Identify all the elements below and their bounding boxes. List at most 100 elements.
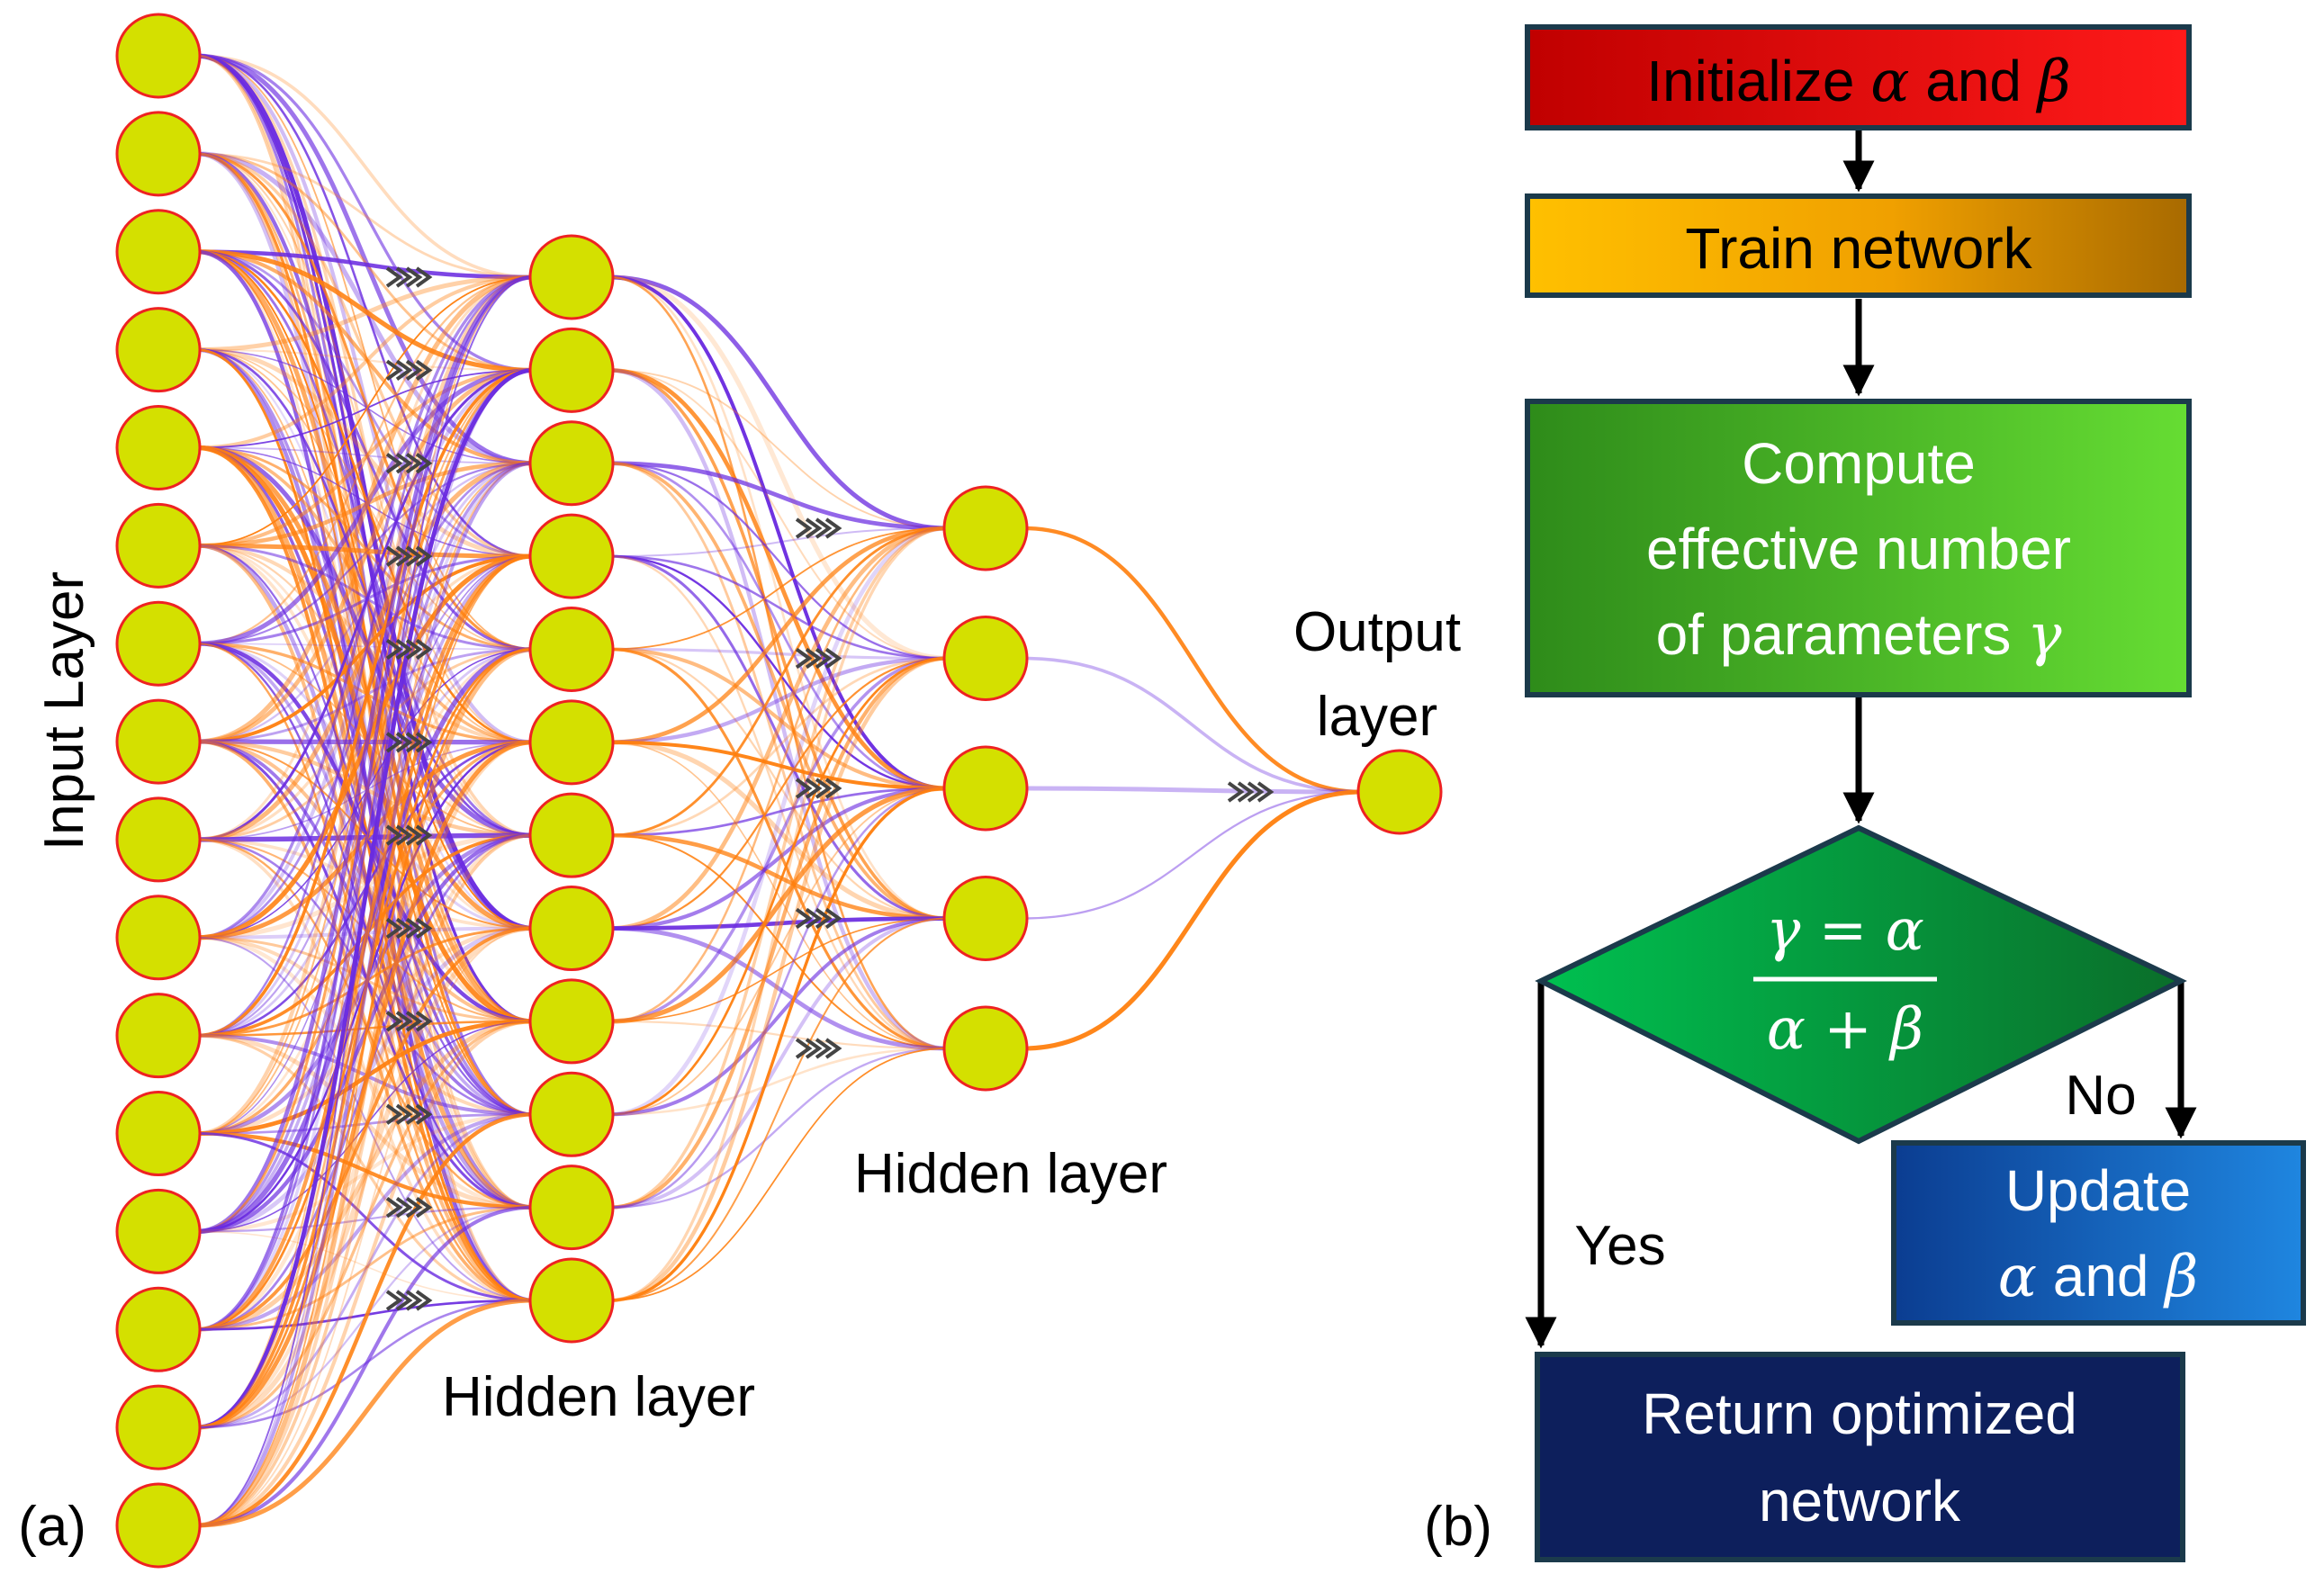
connection-edge bbox=[195, 367, 535, 646]
connection-edge bbox=[195, 643, 535, 837]
connection-edge bbox=[195, 642, 535, 1024]
connection-edge bbox=[608, 275, 949, 920]
flow-chevron bbox=[395, 732, 413, 753]
flow-chevron bbox=[405, 824, 423, 846]
compute-line-3: of parameters bbox=[1656, 602, 2028, 667]
hidden-2-node bbox=[942, 616, 1029, 701]
connection-edge bbox=[195, 445, 535, 1302]
connection-edge bbox=[608, 656, 949, 1303]
compute-line-1: Compute bbox=[1742, 431, 1976, 496]
network-connections bbox=[195, 53, 1363, 1528]
flow-chevron bbox=[815, 778, 833, 799]
flow-chevron bbox=[395, 1197, 413, 1219]
flow-chevron bbox=[385, 917, 403, 940]
connection-edge bbox=[195, 1112, 535, 1429]
flow-chevron bbox=[385, 359, 403, 381]
flow-chevron bbox=[415, 545, 433, 567]
hidden-1-node bbox=[528, 1257, 615, 1344]
flow-chevron bbox=[1257, 781, 1275, 803]
update-middle: and bbox=[2037, 1244, 2165, 1309]
connection-edge bbox=[608, 461, 949, 921]
connection-edge bbox=[608, 368, 949, 791]
flow-chevron bbox=[395, 453, 413, 474]
connection-edge bbox=[195, 741, 535, 841]
connection-edge bbox=[608, 917, 949, 1022]
connection-edge bbox=[195, 461, 535, 1527]
input-node bbox=[115, 993, 202, 1079]
connection-edge bbox=[195, 926, 535, 1332]
connection-edge bbox=[195, 347, 535, 559]
return-line-2: network bbox=[1759, 1469, 1961, 1534]
connection-edge bbox=[608, 554, 949, 790]
connection-edge bbox=[608, 554, 949, 1050]
connection-edge bbox=[195, 275, 535, 940]
connection-edge bbox=[195, 54, 535, 1302]
connection-edge bbox=[195, 1132, 535, 1302]
connection-edge bbox=[195, 936, 535, 1023]
connection-edge bbox=[195, 445, 535, 744]
flow-chevron bbox=[395, 359, 413, 381]
connection-edge bbox=[608, 657, 949, 930]
input-node bbox=[115, 1384, 202, 1471]
no-branch-label: No bbox=[2065, 1065, 2136, 1127]
connection-edge bbox=[608, 657, 949, 837]
update-line-1: Update bbox=[2005, 1158, 2191, 1223]
connection-edge bbox=[195, 348, 535, 743]
connection-edge bbox=[195, 1131, 535, 1210]
flow-chevron bbox=[385, 1011, 403, 1032]
connection-edge bbox=[195, 740, 535, 940]
connection-edge bbox=[608, 462, 949, 660]
connection-edge bbox=[195, 935, 535, 1210]
flow-chevron bbox=[415, 1197, 433, 1219]
connection-edge bbox=[195, 275, 535, 841]
flow-chevron bbox=[1227, 781, 1245, 803]
input-layer-label: Input Layer bbox=[33, 571, 95, 850]
connection-edge bbox=[608, 787, 949, 1116]
connection-edge bbox=[608, 368, 949, 921]
flow-chevron bbox=[385, 453, 403, 474]
hidden-1-node bbox=[528, 792, 615, 878]
input-node bbox=[115, 502, 202, 589]
return-step-box: Return optimized network bbox=[1535, 1352, 2185, 1562]
connection-edge bbox=[608, 786, 949, 1024]
connection-edge bbox=[195, 544, 535, 930]
connection-edge bbox=[608, 461, 949, 531]
input-node bbox=[115, 1286, 202, 1372]
flow-chevron bbox=[815, 907, 833, 930]
initialize-prefix: Initialize bbox=[1646, 49, 1870, 113]
connection-edge bbox=[195, 1230, 535, 1301]
connection-edge bbox=[608, 274, 949, 531]
compute-line-2: effective number bbox=[1646, 517, 2071, 581]
flow-chevron bbox=[405, 359, 423, 381]
flow-chevron bbox=[395, 1103, 413, 1125]
connection-edge bbox=[608, 526, 949, 1210]
alpha-symbol: α bbox=[1870, 49, 1909, 115]
connection-edge bbox=[608, 462, 949, 1050]
connection-edge bbox=[608, 647, 949, 661]
flow-chevron bbox=[795, 517, 813, 539]
flow-chevron bbox=[395, 638, 413, 661]
input-node bbox=[115, 796, 202, 883]
connection-edge bbox=[195, 348, 535, 464]
connection-edge bbox=[195, 249, 535, 373]
flow-chevron bbox=[1237, 781, 1255, 803]
flow-direction-markers bbox=[385, 266, 1275, 1311]
connection-edge bbox=[195, 369, 535, 449]
connection-edge bbox=[608, 647, 949, 1050]
connection-edge bbox=[608, 740, 949, 790]
connection-edge bbox=[608, 916, 949, 1210]
connection-edge bbox=[608, 916, 949, 1117]
compute-step-box: Compute effective number of parameters γ bbox=[1525, 399, 2192, 697]
connection-edge bbox=[195, 152, 535, 279]
hidden-2-node bbox=[942, 876, 1029, 961]
flow-chevron bbox=[824, 1038, 842, 1059]
connection-edge bbox=[608, 526, 949, 931]
connection-edge bbox=[608, 656, 949, 1023]
update-alpha-symbol: α bbox=[1998, 1244, 2037, 1310]
connection-edge bbox=[195, 1020, 535, 1429]
hidden-2-node bbox=[942, 1005, 1029, 1092]
flow-chevron bbox=[805, 647, 823, 670]
connection-edge bbox=[608, 275, 949, 790]
connection-edge bbox=[608, 526, 949, 1302]
